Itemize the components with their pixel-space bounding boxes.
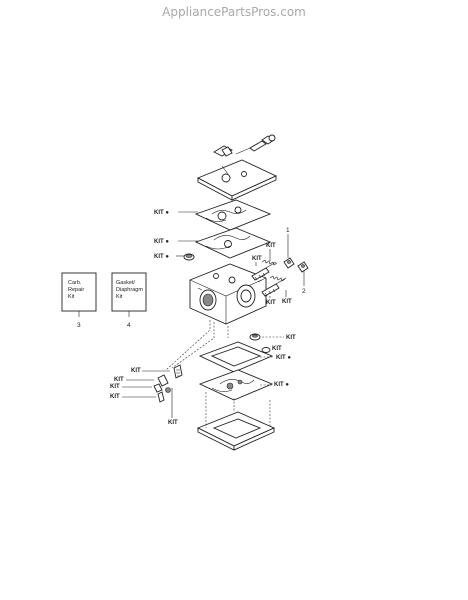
pump-diaphragm: [198, 369, 274, 401]
kit-label-gasket-lower: KIT ●: [276, 355, 291, 361]
kit-label-needle-top: KIT: [266, 243, 276, 249]
kit-label-gasket-upper: KIT ●: [154, 239, 169, 245]
kit-box-3-line-1: Carb.: [68, 280, 82, 286]
kit-box-3-number: 3: [77, 322, 81, 329]
limiter-cap-2: [297, 261, 309, 273]
metering-cover: [196, 159, 278, 201]
kit-label-screen: KIT ●: [154, 254, 169, 260]
kit-label-needle-left: KIT: [252, 256, 262, 262]
spring-right: [269, 275, 286, 282]
spring-left: [261, 259, 278, 266]
adjust-needle-left: [251, 261, 277, 281]
kit-box-3: Carb. Repair Kit 3: [61, 272, 97, 329]
kit-label-pump-diaphragm: KIT ●: [274, 382, 289, 388]
kit-box-3-line-3: Kit: [68, 294, 75, 300]
metering-needle: [249, 333, 261, 341]
kit-box-4-number: 4: [127, 322, 131, 329]
limiter-cap-1: [283, 257, 295, 269]
pump-cover: [196, 411, 276, 451]
kit-label-metering-needle: KIT: [286, 335, 296, 341]
kit-label-small-5: KIT: [168, 420, 178, 426]
inlet-screen: [183, 253, 195, 261]
metering-lever: [261, 347, 271, 353]
kit-box-3-line-2: Repair: [68, 287, 84, 293]
gasket-lower: [198, 341, 274, 373]
adjust-needle-right: [261, 277, 287, 297]
kit-label-small-1: KIT: [131, 368, 141, 374]
callout-2: 2: [302, 288, 306, 295]
kit-label-metering-lever: KIT: [272, 346, 282, 352]
callout-1: 1: [286, 227, 290, 234]
kit-box-4-line-1: Gasket/: [116, 280, 135, 286]
kit-label-small-4: KIT: [110, 394, 120, 400]
watermark: AppliancePartsPros.com: [162, 5, 306, 19]
kit-label-needle-bottom-right: KIT: [282, 299, 292, 305]
kit-box-4-line-3: Kit: [116, 294, 123, 300]
kit-box-4: Gasket/ Diaphragm Kit 4: [111, 272, 147, 329]
kit-label-diaphragm-upper: KIT ●: [154, 210, 169, 216]
kit-box-4-line-2: Diaphragm: [116, 287, 143, 293]
kit-label-needle-bottom: KIT: [266, 300, 276, 306]
carburetor-body: [189, 263, 267, 325]
diaphragm-upper: [194, 199, 272, 231]
small-parts-cluster: [153, 364, 183, 403]
gasket-upper: [194, 227, 272, 259]
top-screw-assembly: [213, 134, 276, 157]
kit-label-small-2: KIT: [114, 377, 124, 383]
kit-label-small-3: KIT: [110, 384, 120, 390]
